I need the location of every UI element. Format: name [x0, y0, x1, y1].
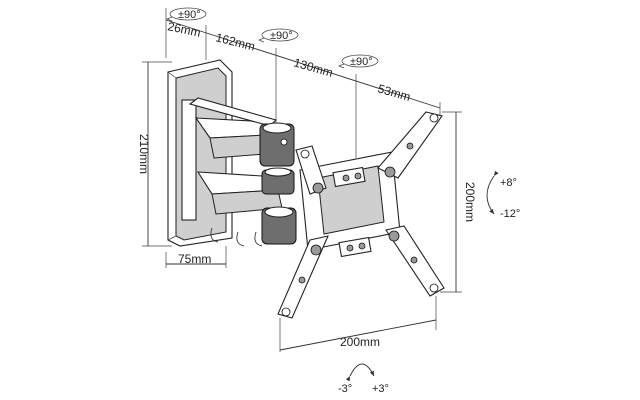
swivel-indicator-1: ±90°: [166, 7, 207, 22]
level-indicator: -3° +3°: [338, 363, 389, 395]
level-right-label: +3°: [372, 383, 389, 395]
tilt-indicator: +8° -12°: [486, 170, 520, 220]
dim-53mm: 53mm: [376, 81, 412, 104]
pivot-joint-upper: [259, 122, 295, 167]
tilt-down-label: -12°: [500, 208, 520, 220]
tilt-up-label: +8°: [500, 177, 517, 189]
level-left-label: -3°: [338, 383, 352, 395]
vesa-height-dimension-line: [440, 111, 462, 293]
dim-130mm: 130mm: [292, 55, 334, 79]
swivel-indicator-2: ±90°: [258, 28, 299, 43]
bracket-upper-right: [377, 111, 443, 179]
dim-26mm: 26mm: [166, 19, 202, 40]
depth-dimension-line: [165, 246, 227, 268]
dim-210mm: 210mm: [137, 134, 151, 174]
pivot-joint-middle: [261, 167, 295, 195]
bracket-lower-right: [385, 225, 445, 297]
top-dimension-line: [165, 8, 441, 158]
dim-75mm: 75mm: [178, 252, 211, 266]
bracket-upper-left: [295, 145, 327, 195]
dim-162mm: 162mm: [214, 30, 256, 53]
dim-200mm-horizontal: 200mm: [340, 335, 380, 349]
vesa-adapter-plate: [299, 151, 401, 258]
pivot-joint-lower: [261, 206, 297, 245]
swivel-3-label: ±90°: [350, 56, 373, 68]
swivel-indicator-3: ±90°: [338, 54, 379, 69]
mount-hooks: [210, 227, 263, 247]
dim-200mm-vertical: 200mm: [463, 182, 477, 222]
vesa-width-dimension-line: [279, 296, 437, 352]
lower-arm: [196, 171, 283, 215]
swivel-1-label: ±90°: [178, 9, 201, 21]
height-dimension-line: [142, 61, 172, 247]
bracket-lower-left: [277, 235, 329, 319]
swivel-2-label: ±90°: [270, 30, 293, 42]
